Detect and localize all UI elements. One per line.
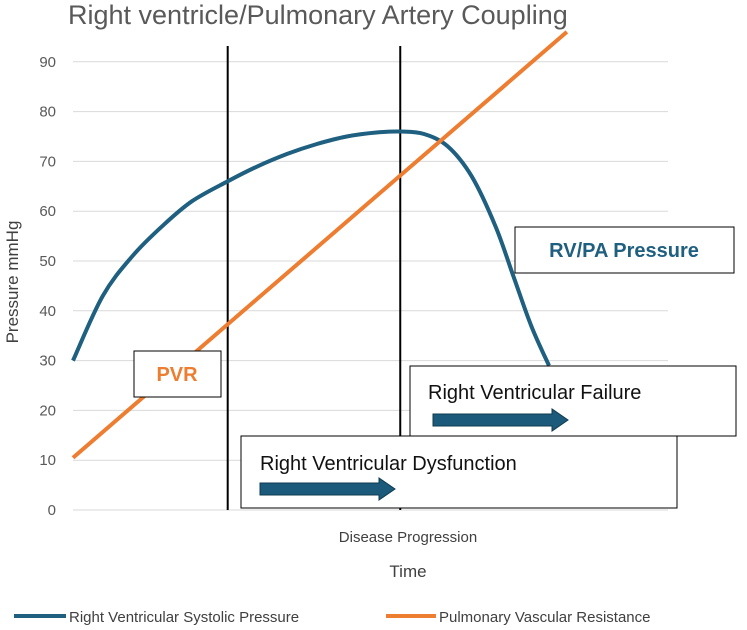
y-tick-label: 10 — [39, 452, 56, 469]
y-axis-label: Pressure mmHg — [3, 221, 22, 344]
failure-box: Right Ventricular Failure — [409, 365, 737, 437]
failure-box-label: Right Ventricular Failure — [428, 382, 641, 404]
y-tick-label: 50 — [39, 253, 56, 270]
right-arrow-icon — [259, 477, 396, 501]
y-tick-label: 20 — [39, 402, 56, 419]
x-axis-sublabel: Disease Progression — [339, 529, 477, 546]
rvpa-tag: RV/PA Pressure — [514, 226, 735, 274]
y-tick-label: 30 — [39, 353, 56, 370]
y-tick-label: 90 — [39, 54, 56, 71]
rvsp-series-line — [71, 129, 551, 367]
legend: Right Ventricular Systolic Pressure Pulm… — [14, 609, 650, 626]
y-tick-label: 0 — [48, 502, 56, 519]
y-tick-label: 70 — [39, 153, 56, 170]
dysfunction-box-frame — [240, 435, 678, 509]
chart-title: Right ventricle/Pulmonary Artery Couplin… — [68, 0, 568, 30]
y-tick-label: 80 — [39, 104, 56, 121]
rvpa-tag-box — [514, 226, 735, 274]
dysfunction-box-label: Right Ventricular Dysfunction — [260, 453, 517, 475]
legend-label-pvr: Pulmonary Vascular Resistance — [439, 609, 650, 626]
rvpa-tag-label: RV/PA Pressure — [549, 240, 699, 262]
dysfunction-box: Right Ventricular Dysfunction — [240, 435, 678, 509]
y-axis-ticks: 0 10 20 30 40 50 60 70 80 90 — [39, 54, 56, 519]
right-arrow-icon — [432, 408, 569, 432]
pvr-tag-label: PVR — [156, 364, 198, 386]
legend-label-rvsp: Right Ventricular Systolic Pressure — [69, 609, 299, 626]
x-axis-label: Time — [389, 562, 426, 581]
y-tick-label: 40 — [39, 303, 56, 320]
y-tick-label: 60 — [39, 203, 56, 220]
phase-dividers — [226, 46, 402, 510]
pvr-tag: PVR — [133, 350, 222, 398]
pvr-tag-box — [133, 350, 222, 398]
